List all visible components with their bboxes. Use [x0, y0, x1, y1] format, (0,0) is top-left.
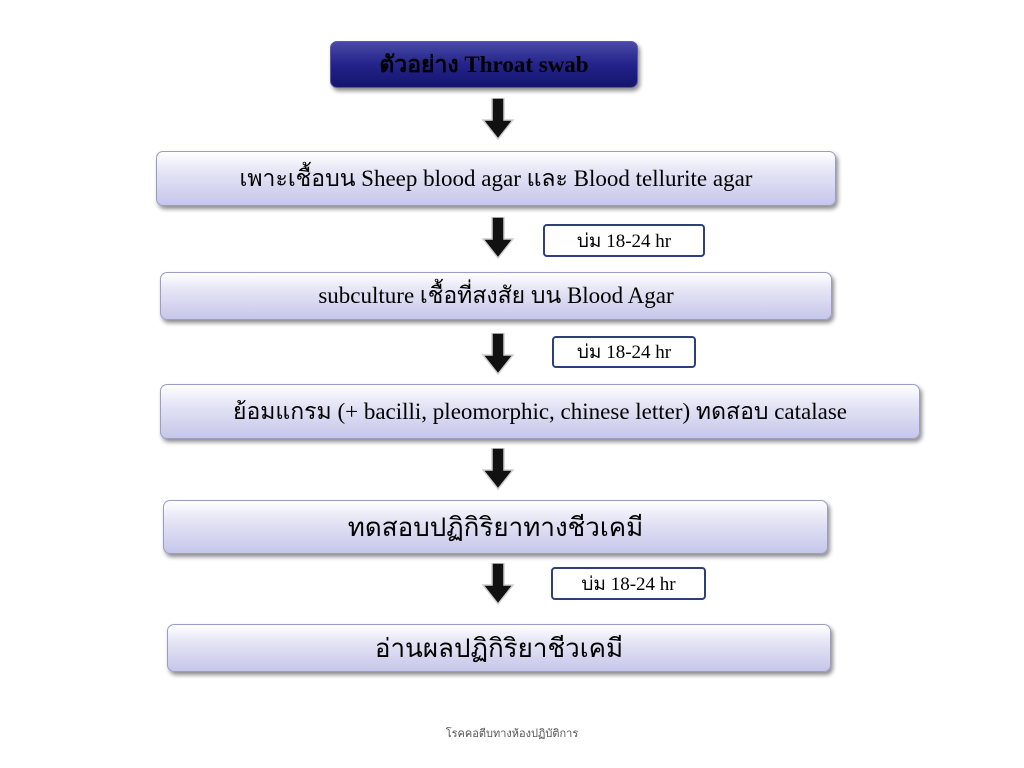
incubation-note-label: บ่ม 18-24 hr [581, 573, 676, 595]
flow-step-label: subculture เชื้อที่สงสัย บน Blood Agar [318, 283, 674, 308]
incubation-note-label: บ่ม 18-24 hr [576, 230, 672, 252]
flow-step-subculture: subculture เชื้อที่สงสัย บน Blood Agar [160, 272, 832, 320]
down-arrow-icon [481, 217, 515, 259]
down-arrow-icon [481, 98, 515, 140]
slide-footer: โรคคอตีบทางห้องปฏิบัติการ [445, 728, 579, 740]
flow-step-label: เพาะเชื้อบน Sheep blood agar และ Blood t… [239, 165, 753, 191]
incubation-note: บ่ม 18-24 hr [551, 567, 706, 600]
flow-step-biochemical-test: ทดสอบปฏิกิริยาทางชีวเคมี [163, 500, 828, 554]
incubation-note: บ่ม 18-24 hr [552, 336, 696, 368]
flow-step-gram-stain: ย้อมแกรม (+ bacilli, pleomorphic, chines… [160, 384, 920, 439]
flow-step-label: ย้อมแกรม (+ bacilli, pleomorphic, chines… [232, 398, 847, 424]
flow-step-read-results: อ่านผลปฏิกิริยาชีวเคมี [167, 624, 831, 672]
flow-step-label: อ่านผลปฏิกิริยาชีวเคมี [374, 633, 624, 663]
flow-start-box: ตัวอย่าง Throat swab [330, 41, 638, 88]
flow-start-label: ตัวอย่าง Throat swab [379, 51, 589, 77]
flow-step-label: ทดสอบปฏิกิริยาทางชีวเคมี [347, 512, 644, 542]
incubation-note-label: บ่ม 18-24 hr [576, 342, 672, 363]
down-arrow-icon [481, 333, 515, 375]
flow-step-culture: เพาะเชื้อบน Sheep blood agar และ Blood t… [156, 151, 836, 206]
incubation-note: บ่ม 18-24 hr [543, 224, 705, 257]
down-arrow-icon [481, 448, 515, 490]
down-arrow-icon [481, 563, 515, 605]
